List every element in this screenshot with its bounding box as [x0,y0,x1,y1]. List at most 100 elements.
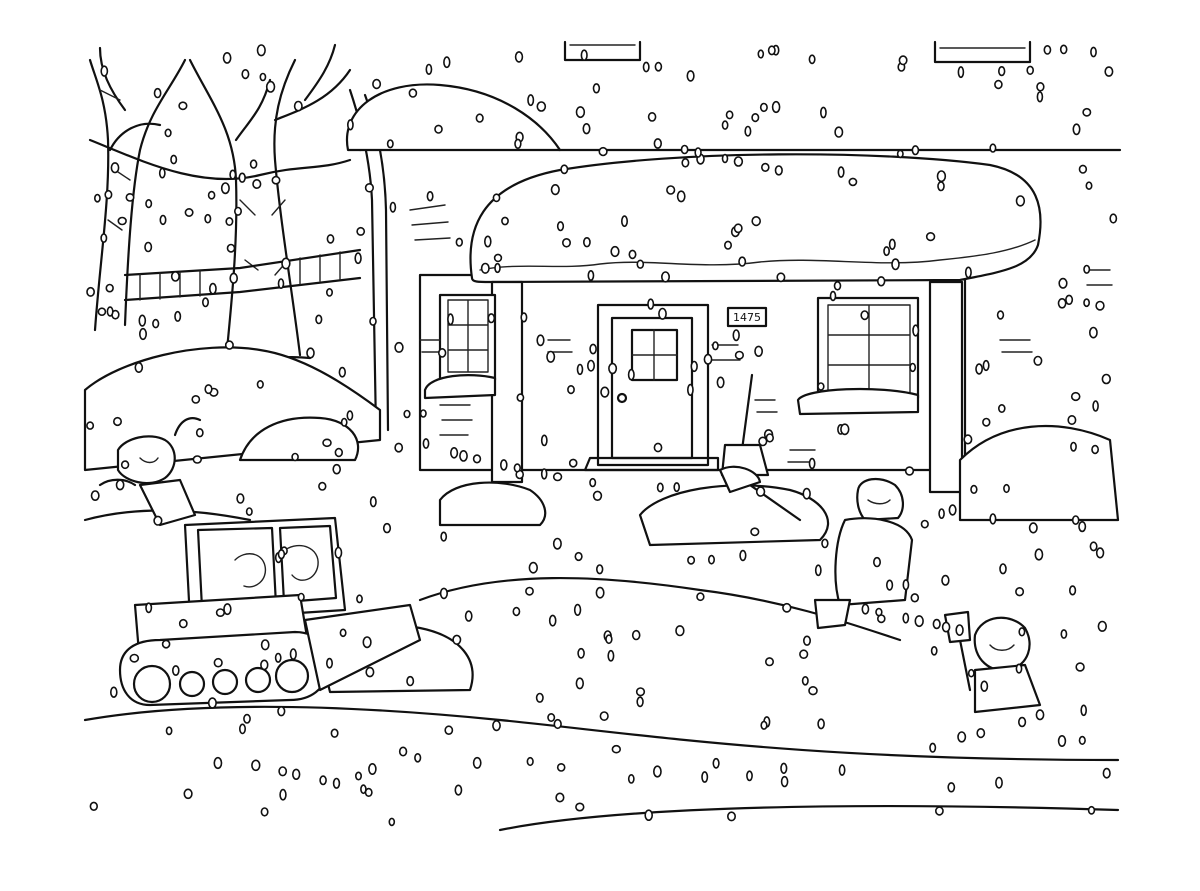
snowflake [192,455,203,464]
snowflake [660,271,670,283]
snowflake [106,306,114,317]
snowflake [598,146,608,157]
snowflake [647,298,655,310]
snowflake [820,106,827,119]
snowflake [326,234,335,244]
snowflake [452,634,462,645]
snowflake [1067,414,1077,425]
snowflake [332,777,341,789]
snowflake [552,537,562,550]
snowflake [213,756,223,770]
snowflake [636,259,645,269]
snowflake [582,122,591,135]
snowflake [354,252,362,265]
snowflake [251,759,261,772]
snowflake [627,368,635,381]
snowflake [265,80,276,93]
snowflake [687,383,694,397]
snowflake [690,360,698,373]
snowflake [548,614,557,627]
snowflake [673,482,681,493]
snowflake [909,362,917,373]
snowflake [356,594,363,604]
snowflake [817,382,825,391]
snowflake [89,801,99,811]
snowflake [681,158,690,168]
snowflake [369,316,377,326]
snowflake [152,318,160,329]
snowflake [319,775,327,786]
snowflake [172,665,180,676]
snowflake [552,472,563,482]
snowflake [289,648,297,660]
snowflake [368,762,377,775]
snowflake [860,310,870,321]
snowflake [808,54,816,65]
snowflake [224,340,234,350]
snowflake [512,606,521,617]
snowflake [994,79,1003,90]
snowflake [904,466,915,476]
snowflake [716,376,725,389]
snowflake [220,182,230,195]
snowflake [620,215,628,228]
snowflake [195,428,204,438]
snowflake [238,172,246,183]
snowflake [1080,704,1087,717]
snowflake [556,763,566,772]
snowflake [948,504,957,516]
snowflake [183,788,193,800]
snowflake [208,282,217,295]
snowflake [243,713,251,724]
snowflake [113,416,123,427]
snowflake [226,243,236,253]
snowflake [223,603,232,616]
snowflake [525,586,534,596]
snowflake [472,756,482,769]
snowflake [898,55,908,66]
snowflake [628,249,637,260]
snowflake [589,477,597,488]
snowflake [746,770,753,782]
snowflake [260,659,269,671]
snowflake [475,113,484,123]
snowflake [1015,663,1023,674]
snowflake [817,718,825,730]
snowflake [1071,515,1080,525]
snowflake [306,347,315,359]
snowflake [1095,547,1105,559]
snowflake [536,101,547,112]
snowflake [982,359,990,372]
snowflake [997,65,1006,77]
snowflake [339,628,347,638]
snowflake [666,185,676,195]
snowflake [573,603,582,617]
snowflake [721,120,729,130]
snowflake [656,482,664,493]
snowflake [885,579,894,591]
snowflake [1017,716,1027,728]
snowflake [780,775,789,788]
snowflake [580,49,588,62]
snowflake [425,63,433,75]
snowflake [260,639,270,651]
snowflake [134,361,144,373]
snowflake [911,145,920,156]
snowflake [932,618,941,630]
snowflake [861,603,870,615]
snowflake [814,564,822,577]
snowflake [751,216,762,227]
snowflake [938,508,945,519]
snowflake [767,45,776,56]
snowflake [207,190,216,200]
snowflake [414,752,422,763]
snowflake [687,555,696,565]
snowflake [560,164,569,175]
snowflake [964,266,972,279]
snowflake [808,457,816,470]
snowflake [369,496,377,508]
snowflake [514,51,524,63]
snowflake [229,169,237,180]
snowflake [178,618,188,629]
snowflake [278,766,288,777]
